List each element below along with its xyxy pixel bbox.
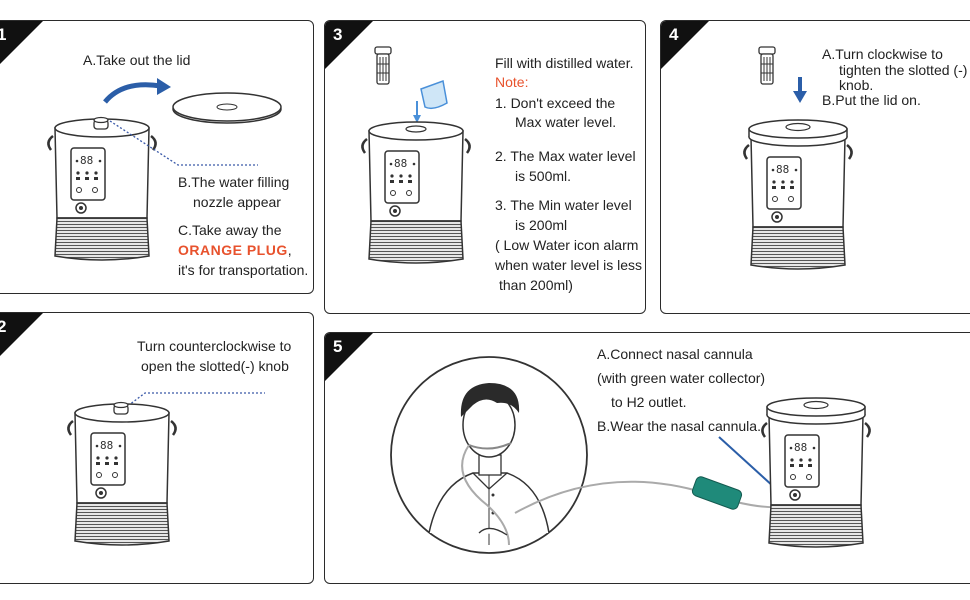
filter-cartridge-icon <box>374 46 392 85</box>
step-number: 1 <box>0 25 6 45</box>
device-illustration <box>67 401 177 547</box>
comma: , <box>287 242 292 258</box>
step-badge <box>0 313 43 361</box>
step-4-text-2: tighten the slotted (-) <box>839 62 968 78</box>
step-badge <box>661 21 709 69</box>
step-1-text-c: C.Take away the <box>178 222 282 238</box>
step-2-text-2: open the slotted(-) knob <box>141 358 289 374</box>
step-5-text-1: A.Connect nasal cannula <box>597 346 753 362</box>
step-1-text-a: A.Take out the lid <box>83 52 191 68</box>
device-illustration <box>743 119 853 271</box>
step-badge <box>0 21 43 69</box>
step-5-text-2: (with green water collector) <box>597 370 766 386</box>
step-3-panel: 3 Fill with distilled water. Note: 1. Do… <box>324 20 646 314</box>
step-5-text-3: to H2 outlet. <box>611 394 687 410</box>
step-3-text-8: ( Low Water icon alarm <box>495 237 639 253</box>
step-2-panel: 2 Turn counterclockwise to open the slot… <box>0 312 314 584</box>
pointer-line <box>109 120 258 166</box>
step-number: 3 <box>333 25 343 44</box>
water-cup-icon <box>413 79 448 123</box>
pointer-line <box>124 392 265 409</box>
step-4-text-4: B.Put the lid on. <box>822 92 921 108</box>
step-number: 2 <box>0 317 6 337</box>
step-number: 4 <box>669 25 679 44</box>
curved-arrow-icon <box>103 78 171 104</box>
removed-lid-illustration <box>172 92 282 124</box>
down-arrow-icon <box>793 77 807 103</box>
step-3-text-5: is 500ml. <box>515 168 572 184</box>
step-number: 5 <box>333 337 343 356</box>
step-3-text-1: Fill with distilled water. <box>495 55 634 71</box>
device-illustration <box>761 397 871 549</box>
step-1-text-b: B.The water filling <box>178 174 290 190</box>
step-3-text-2: 1. Don't exceed the <box>495 95 616 111</box>
device-illustration <box>361 121 471 265</box>
step-badge <box>325 333 373 381</box>
step-1-panel: 1 A.Take out the lid B.The water filling… <box>0 20 314 294</box>
step-3-note: Note: <box>495 74 529 90</box>
filter-cartridge-icon <box>758 46 776 85</box>
step-1-text-c3: it's for transportation. <box>178 262 309 278</box>
step-3-text-7: is 200ml <box>515 217 568 233</box>
step-5-panel: 5 A.Connect nasal cannula (with green wa… <box>324 332 970 584</box>
step-3-text-6: 3. The Min water level <box>495 197 632 213</box>
person-with-cannula-illustration <box>390 356 588 554</box>
step-1-text-c2: ORANGE PLUG, <box>178 241 292 259</box>
step-2-text-1: Turn counterclockwise to <box>137 338 292 354</box>
water-collector <box>691 476 743 510</box>
step-3-text-9: when water level is less <box>495 257 643 273</box>
step-3-text-4: 2. The Max water level <box>495 148 636 164</box>
step-4-panel: 4 A.Turn clockwise to tighten the slotte… <box>660 20 970 314</box>
cannula-tube <box>514 480 796 514</box>
orange-plug-label: ORANGE PLUG <box>178 242 288 258</box>
step-3-text-3: Max water level. <box>515 114 617 130</box>
step-4-text-3: knob. <box>839 77 874 93</box>
step-badge <box>325 21 373 69</box>
step-1-text-b2: nozzle appear <box>193 194 281 210</box>
step-4-text-1: A.Turn clockwise to <box>822 46 943 62</box>
step-3-text-10: than 200ml) <box>499 277 573 293</box>
step-5-text-4: B.Wear the nasal cannula. <box>597 418 761 434</box>
